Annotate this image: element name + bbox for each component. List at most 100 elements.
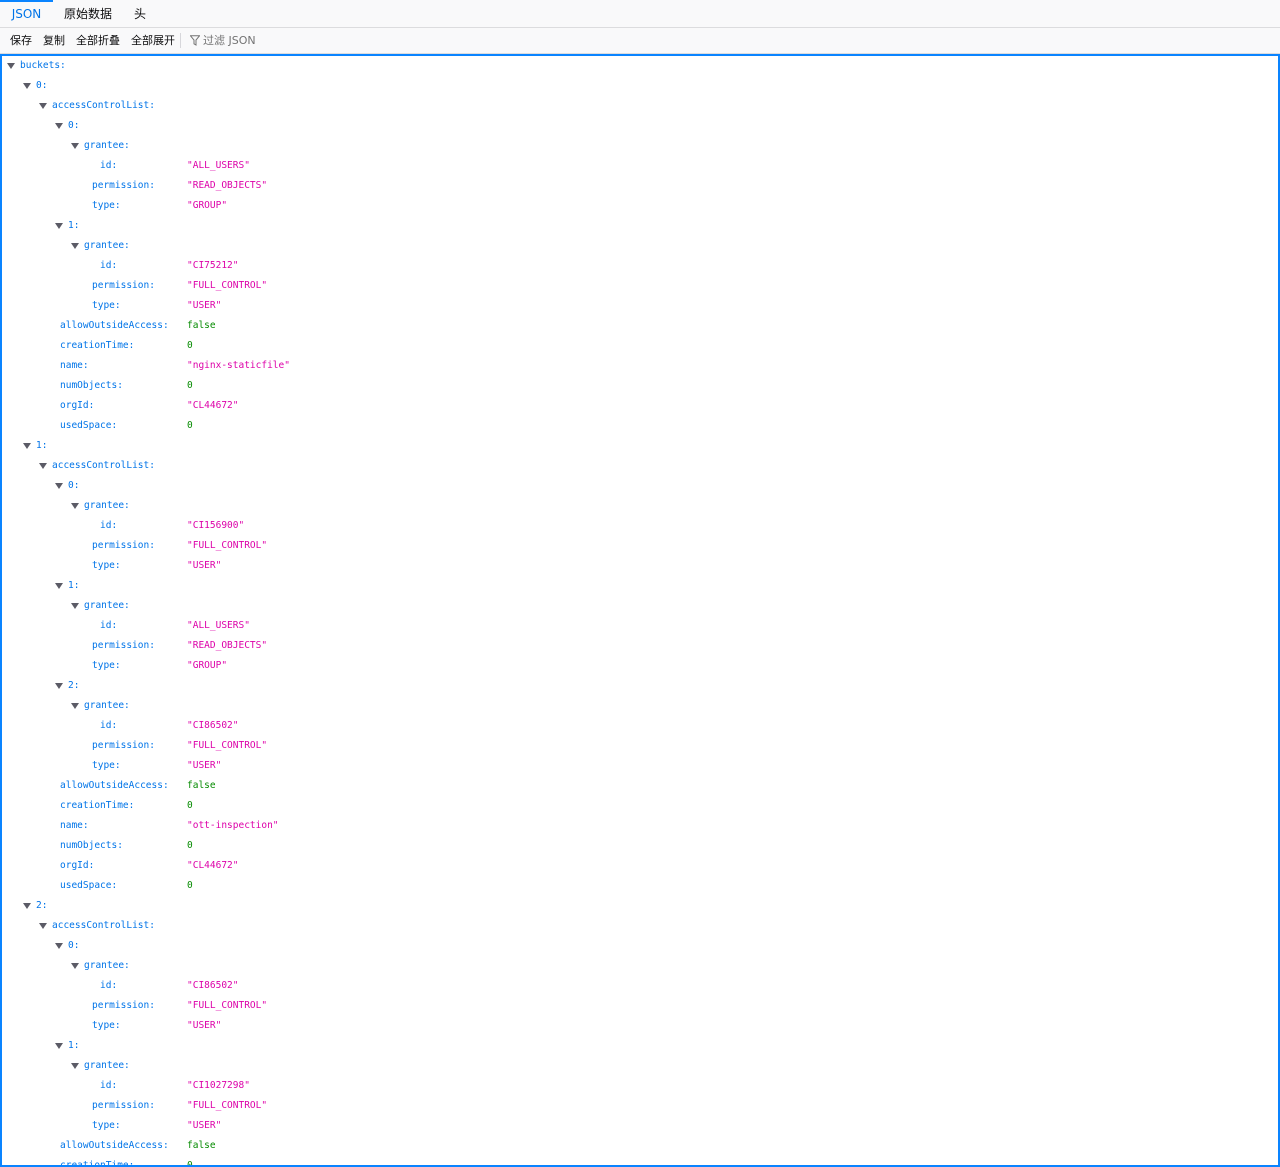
expand-toggle-icon[interactable] [55,583,63,589]
expand-toggle-icon[interactable] [7,63,15,69]
tree-value: "READ_OBJECTS" [187,640,268,651]
collapse-all-button[interactable]: 全部折叠 [76,34,120,47]
expand-toggle-icon[interactable] [55,943,63,949]
tree-row: creationTime: 0 [2,796,1278,816]
expand-toggle-icon[interactable] [55,483,63,489]
expand-toggle-icon[interactable] [55,123,63,129]
expand-toggle-icon[interactable] [23,443,31,449]
tree-row: allowOutsideAccess:false [2,1136,1278,1156]
tree-value: false [187,320,216,331]
tree-key: id: [100,160,118,171]
tree-key: name: [60,360,89,371]
tree-row[interactable]: 1: [2,436,1278,456]
tree-row[interactable]: 1: [2,216,1278,236]
tree-key: permission: [92,640,155,651]
tree-row[interactable]: 1: [2,576,1278,596]
tree-row[interactable]: 0: [2,936,1278,956]
tree-key: 1: [68,1040,80,1051]
tree-row: id:"ALL_USERS" [2,616,1278,636]
tree-row[interactable]: 2: [2,676,1278,696]
tree-value: "CI156900" [187,520,245,531]
tree-row: name:"nginx-staticfile" [2,356,1278,376]
tree-row[interactable]: accessControlList: [2,96,1278,116]
tree-row: permission:"FULL_CONTROL" [2,536,1278,556]
expand-all-button[interactable]: 全部展开 [131,34,175,47]
json-tree[interactable]: buckets:0:accessControlList:0:grantee:id… [0,54,1280,1167]
tree-row: type:"USER" [2,556,1278,576]
tree-key: name: [60,820,89,831]
tree-row: id:"CI1027298" [2,1076,1278,1096]
expand-toggle-icon[interactable] [71,503,79,509]
tree-row: permission:"FULL_CONTROL" [2,736,1278,756]
tree-key: 1: [36,440,48,451]
filter-json-input[interactable] [202,30,383,51]
tree-key: creationTime: [60,1160,135,1167]
tree-value: "USER" [187,560,222,571]
tab-headers[interactable]: 头 [133,7,146,21]
expand-toggle-icon[interactable] [55,223,63,229]
tree-key: permission: [92,540,155,551]
tree-row[interactable]: accessControlList: [2,916,1278,936]
tree-row[interactable]: 0: [2,476,1278,496]
tree-key: grantee: [84,1060,130,1071]
tree-value: "CI86502" [187,720,239,731]
tree-value: "ott-inspection" [187,820,279,831]
expand-toggle-icon[interactable] [39,923,47,929]
tree-key: usedSpace: [60,880,118,891]
tree-key: type: [92,660,121,671]
tree-row[interactable]: grantee: [2,596,1278,616]
tree-row[interactable]: 1: [2,1036,1278,1056]
expand-toggle-icon[interactable] [55,1043,63,1049]
tree-row[interactable]: accessControlList: [2,456,1278,476]
tree-row[interactable]: 2: [2,896,1278,916]
tree-row[interactable]: 0: [2,76,1278,96]
tree-key: grantee: [84,600,130,611]
tree-row: creationTime:0 [2,336,1278,356]
tree-value: 0 [187,800,193,811]
expand-toggle-icon[interactable] [71,703,79,709]
tree-row[interactable]: 0: [2,116,1278,136]
expand-toggle-icon[interactable] [23,83,31,89]
tree-key: 0: [68,480,80,491]
tree-key: creationTime: [60,800,135,811]
tree-row: orgId:"CL44672" [2,396,1278,416]
tree-row[interactable]: grantee: [2,496,1278,516]
tree-row: permission:"FULL_CONTROL" [2,996,1278,1016]
tree-row[interactable]: buckets: [2,56,1278,76]
save-button[interactable]: 保存 [10,34,32,47]
expand-toggle-icon[interactable] [71,143,79,149]
expand-toggle-icon[interactable] [23,903,31,909]
tree-key: numObjects: [60,840,123,851]
tree-key: orgId: [60,400,95,411]
tree-row: usedSpace:0 [2,876,1278,896]
tree-key: id: [100,520,118,531]
tree-key: buckets: [20,60,66,71]
tree-value: "USER" [187,1120,222,1131]
tree-key: creationTime: [60,340,135,351]
tree-row[interactable]: grantee: [2,1056,1278,1076]
expand-toggle-icon[interactable] [71,1063,79,1069]
toolbar: 保存 复制 全部折叠 全部展开 [0,28,1280,54]
tab-json[interactable]: JSON [0,0,53,29]
tree-value: "FULL_CONTROL" [187,1100,268,1111]
tree-value: "CI75212" [187,260,239,271]
filter-icon [190,35,200,46]
tree-row[interactable]: grantee: [2,956,1278,976]
tree-key: numObjects: [60,380,123,391]
tree-value: "USER" [187,760,222,771]
expand-toggle-icon[interactable] [71,243,79,249]
tree-row[interactable]: grantee: [2,236,1278,256]
expand-toggle-icon[interactable] [55,683,63,689]
expand-toggle-icon[interactable] [39,463,47,469]
copy-button[interactable]: 复制 [43,34,65,47]
expand-toggle-icon[interactable] [71,963,79,969]
tree-row[interactable]: grantee: [2,136,1278,156]
expand-toggle-icon[interactable] [39,103,47,109]
tree-key: id: [100,980,118,991]
filter-box[interactable] [186,30,386,51]
tab-raw-data[interactable]: 原始数据 [63,7,112,21]
expand-toggle-icon[interactable] [71,603,79,609]
tree-row: type:"GROUP" [2,656,1278,676]
tree-row[interactable]: grantee: [2,696,1278,716]
